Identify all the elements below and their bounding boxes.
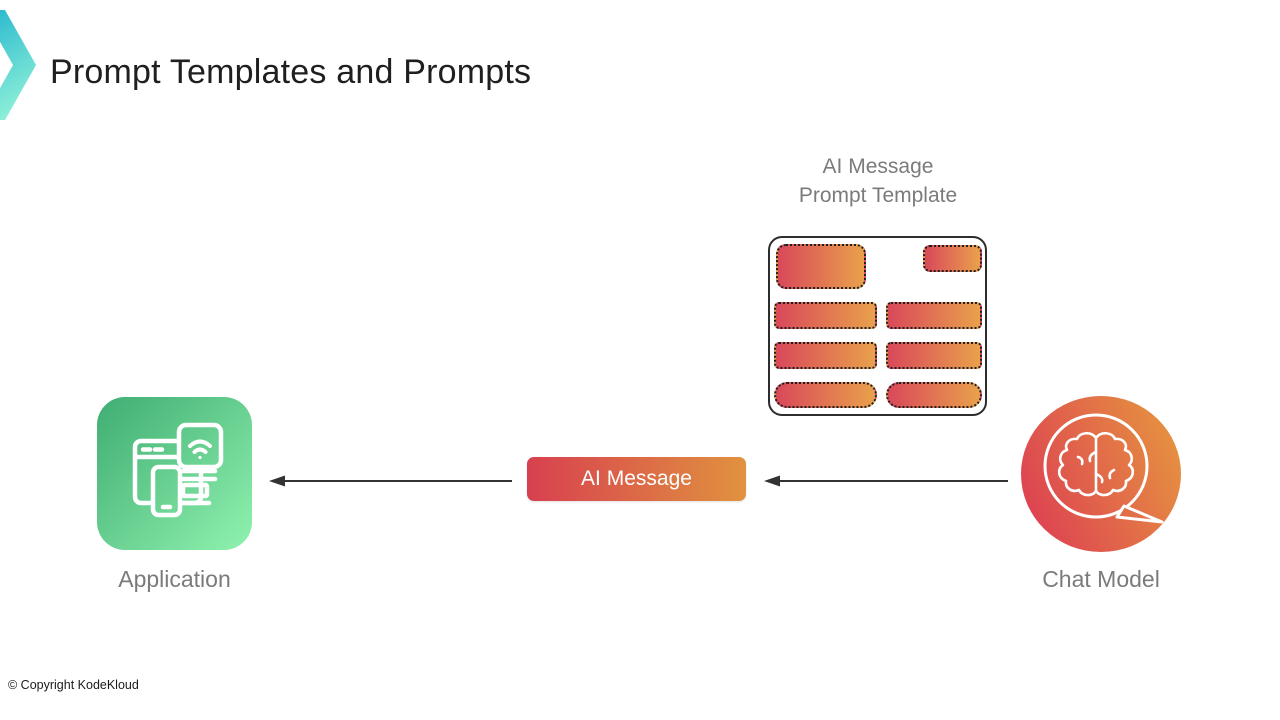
brain-speech-bubble-icon bbox=[1043, 413, 1164, 524]
template-slot bbox=[923, 245, 982, 272]
prompt-template-box bbox=[768, 236, 987, 416]
template-slot bbox=[774, 302, 877, 329]
devices-app-icon bbox=[132, 422, 224, 518]
template-slot bbox=[774, 342, 877, 369]
chat-model-node bbox=[1021, 396, 1181, 552]
template-slot bbox=[886, 382, 982, 408]
prompt-template-label-line1: AI Message bbox=[822, 155, 934, 178]
copyright-text: © Copyright KodeKloud bbox=[8, 678, 139, 692]
ai-message-node: AI Message bbox=[527, 457, 746, 501]
template-slot bbox=[886, 342, 982, 369]
prompt-template-label: AI Message Prompt Template bbox=[740, 152, 1016, 210]
arrow-to-application bbox=[269, 475, 512, 487]
chevron-right-icon bbox=[0, 10, 36, 120]
template-slot bbox=[776, 244, 866, 289]
chat-model-label: Chat Model bbox=[1042, 566, 1160, 592]
arrow-to-ai-message bbox=[764, 475, 1008, 487]
template-slot bbox=[886, 302, 982, 329]
prompt-template-label-line2: Prompt Template bbox=[798, 184, 958, 207]
ai-message-label: AI Message bbox=[581, 467, 692, 490]
page-title: Prompt Templates and Prompts bbox=[50, 53, 532, 91]
template-slot bbox=[774, 382, 877, 408]
application-node bbox=[97, 397, 252, 550]
application-label: Application bbox=[118, 566, 231, 592]
